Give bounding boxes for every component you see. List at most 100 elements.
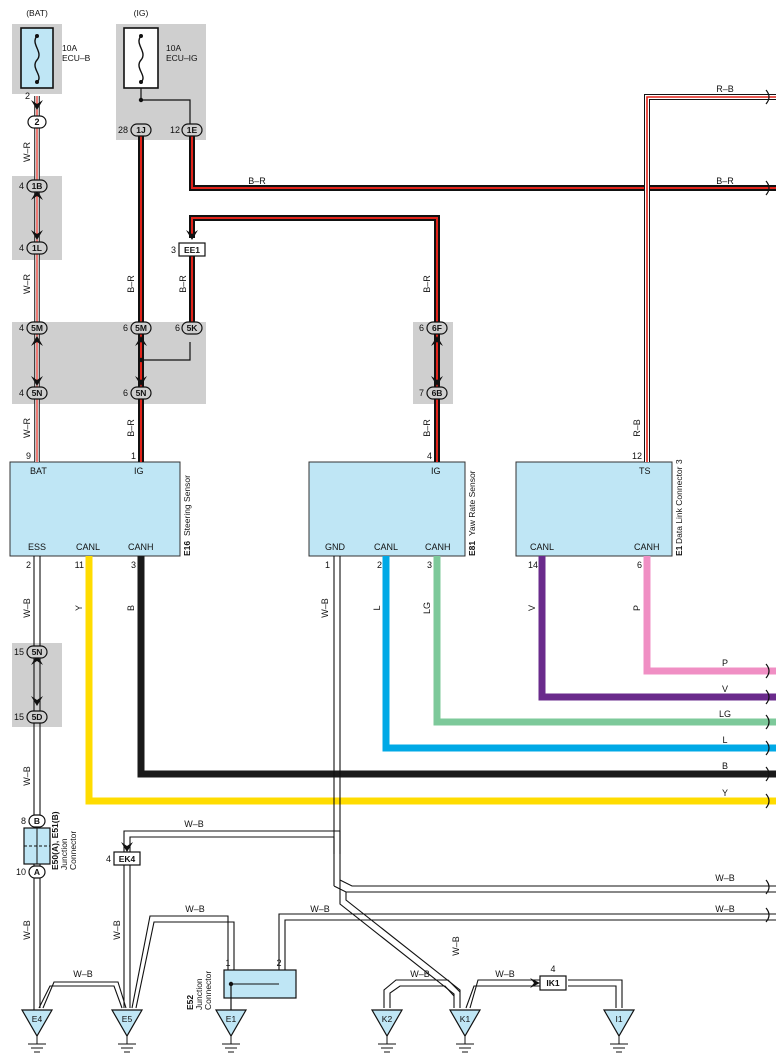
connector-1e: 1E: [181, 123, 203, 137]
steering-sensor-terminals: BAT IG ESS CANL CANH: [28, 466, 154, 552]
fuse-ig-name: ECU–IG: [166, 53, 198, 63]
svg-text:Y: Y: [74, 605, 84, 611]
svg-text:12: 12: [632, 451, 642, 461]
svg-text:W–B: W–B: [451, 936, 461, 956]
svg-text:4: 4: [19, 181, 24, 191]
e52-junction-label: E52 Junction Connector: [185, 971, 213, 1010]
svg-text:2: 2: [34, 117, 39, 127]
svg-text:B–R: B–R: [178, 275, 188, 293]
svg-text:1L: 1L: [32, 243, 42, 253]
svg-text:6: 6: [175, 323, 180, 333]
svg-text:R–B: R–B: [716, 84, 734, 94]
svg-text:1E: 1E: [187, 125, 198, 135]
svg-text:W–R: W–R: [22, 274, 32, 295]
dlc-terminals: TS CANL CANH: [530, 466, 660, 552]
ig-label: (IG): [134, 8, 149, 18]
svg-text:W–B: W–B: [320, 598, 330, 618]
svg-text:7: 7: [419, 388, 424, 398]
ground-e4-icon: E4: [20, 1009, 54, 1053]
fuse-bat-icon: [20, 27, 54, 89]
svg-text:12: 12: [170, 125, 180, 135]
yaw-rate-sensor-box: [308, 461, 466, 557]
svg-text:1B: 1B: [32, 181, 43, 191]
fuse-ig-icon: [123, 27, 159, 89]
svg-text:EE1: EE1: [184, 245, 200, 255]
svg-text:W–B: W–B: [410, 969, 430, 979]
connector-5n-b: 5N: [130, 386, 152, 400]
wire-yellow: [85, 556, 776, 805]
svg-text:IG: IG: [431, 466, 441, 476]
svg-text:6B: 6B: [432, 388, 443, 398]
svg-text:6: 6: [419, 323, 424, 333]
svg-text:EK4: EK4: [119, 854, 136, 864]
svg-text:A: A: [34, 867, 40, 877]
svg-text:B–R: B–R: [248, 176, 266, 186]
e50-junction-label: E50(A), E51(B) Junction Connector: [50, 811, 78, 870]
svg-text:W–B: W–B: [310, 904, 330, 914]
ground-k1-icon: K1: [448, 1009, 482, 1053]
svg-text:6: 6: [123, 388, 128, 398]
svg-text:15: 15: [14, 712, 24, 722]
ground-k2-icon: K2: [370, 1009, 404, 1053]
svg-text:2: 2: [276, 958, 281, 968]
svg-text:4: 4: [19, 388, 24, 398]
svg-text:Y: Y: [722, 788, 728, 798]
svg-text:B: B: [126, 605, 136, 611]
pin-numbers: 2 4 4 4 4 28 12 6 6 6 6 7 3 9 1 4 12 2 1…: [14, 91, 642, 974]
ig-bus-line: [140, 88, 191, 124]
svg-text:3: 3: [171, 245, 176, 255]
bat-label: (BAT): [26, 8, 48, 18]
svg-text:ESS: ESS: [28, 542, 46, 552]
svg-text:5N: 5N: [136, 388, 147, 398]
svg-text:CANH: CANH: [425, 542, 451, 552]
connector-1l: 1L: [26, 241, 48, 255]
svg-text:E81: E81: [467, 541, 477, 556]
wire-labels-vertical: W–R W–R W–R B–R B–R B–R B–R B–R R–B W–B …: [22, 142, 642, 956]
svg-text:Data Link Connector 3: Data Link Connector 3: [674, 459, 684, 544]
connector-6b: 6B: [426, 386, 448, 400]
svg-text:4: 4: [19, 243, 24, 253]
wire-w-b: [33, 556, 776, 1010]
fuse-ig-rating: 10A: [166, 43, 181, 53]
svg-text:B: B: [34, 816, 40, 826]
svg-text:15: 15: [14, 647, 24, 657]
connector-5n-c: 5N: [26, 645, 48, 659]
svg-text:5D: 5D: [32, 712, 43, 722]
wire-blue: [382, 556, 776, 752]
svg-text:E1: E1: [674, 545, 684, 556]
svg-text:Junction: Junction: [194, 978, 204, 1010]
svg-text:CANL: CANL: [76, 542, 100, 552]
wire-break-marks: [765, 89, 770, 923]
steering-sensor-label: E16 Steering Sensor: [182, 475, 192, 556]
wire-labels-horizontal: R–B B–R B–R P V LG L B Y W–B W–B W–B W–B…: [73, 84, 735, 979]
svg-text:9: 9: [26, 451, 31, 461]
connector-5k: 5K: [181, 321, 203, 335]
svg-text:B–R: B–R: [422, 275, 432, 293]
connector-ee1: EE1: [178, 242, 206, 257]
svg-text:5M: 5M: [31, 323, 43, 333]
svg-text:TS: TS: [639, 466, 651, 476]
data-link-connector-box: [515, 461, 673, 557]
svg-text:GND: GND: [325, 542, 346, 552]
connector-1j: 1J: [130, 123, 152, 137]
steering-sensor-box: [9, 461, 181, 557]
svg-text:Junction: Junction: [59, 838, 69, 870]
svg-text:E52: E52: [185, 995, 195, 1010]
svg-text:1J: 1J: [136, 125, 146, 135]
connector-5d: 5D: [26, 710, 48, 724]
wire-violet: [538, 556, 776, 701]
svg-text:1: 1: [131, 451, 136, 461]
wire-black: [137, 556, 776, 778]
5k-bus-line: [141, 342, 191, 361]
svg-text:W–B: W–B: [185, 904, 205, 914]
svg-text:2: 2: [377, 560, 382, 570]
svg-text:10: 10: [16, 867, 26, 877]
svg-text:E1: E1: [226, 1014, 237, 1024]
svg-text:B–R: B–R: [422, 419, 432, 437]
wire-b-r-ee1: [189, 215, 440, 462]
svg-text:W–B: W–B: [73, 969, 93, 979]
svg-text:CANL: CANL: [530, 542, 554, 552]
svg-text:E50(A), E51(B): E50(A), E51(B): [50, 811, 60, 870]
svg-text:LG: LG: [719, 709, 731, 719]
wire-r-b: [644, 94, 776, 462]
